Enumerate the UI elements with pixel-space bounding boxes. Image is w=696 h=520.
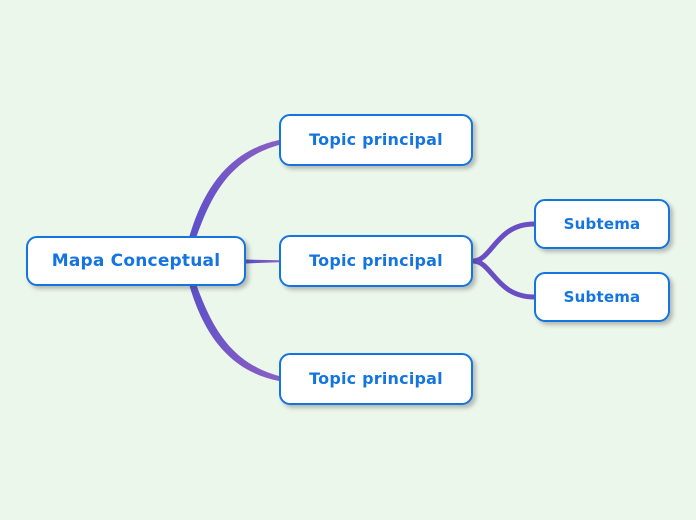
node-topic-2[interactable]: Topic principal	[279, 235, 473, 287]
node-subtema-1-label: Subtema	[563, 214, 641, 233]
connector-root-to-topic-1	[189, 140, 279, 238]
node-topic-1[interactable]: Topic principal	[279, 114, 473, 166]
node-root-label: Mapa Conceptual	[51, 250, 221, 271]
connector-root-to-topic-2	[246, 259, 279, 264]
connector-root-to-topic-3	[189, 284, 279, 381]
node-subtema-2-label: Subtema	[563, 287, 641, 306]
node-root[interactable]: Mapa Conceptual	[26, 236, 246, 286]
connector-topic-2-to-subtema-1	[470, 221, 537, 264]
node-topic-3-label: Topic principal	[309, 369, 443, 388]
node-subtema-1[interactable]: Subtema	[534, 199, 670, 249]
node-subtema-2[interactable]: Subtema	[534, 272, 670, 322]
node-topic-2-label: Topic principal	[309, 251, 443, 270]
connector-topic-2-to-subtema-2	[470, 258, 537, 300]
node-topic-1-label: Topic principal	[309, 130, 443, 149]
node-topic-3[interactable]: Topic principal	[279, 353, 473, 405]
